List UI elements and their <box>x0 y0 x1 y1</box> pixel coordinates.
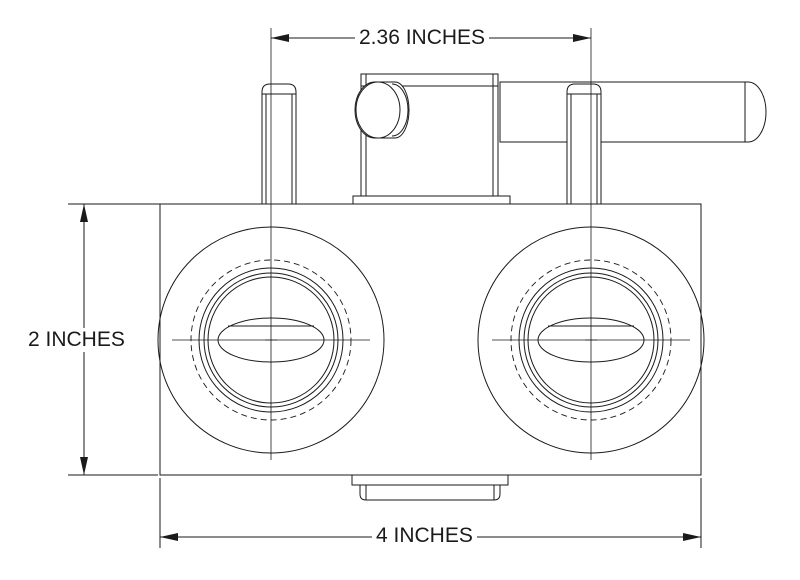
dimension-label-left: 2 INCHES <box>28 328 125 352</box>
dimension-label-bottom: 4 INCHES <box>372 524 477 548</box>
left-pin <box>261 83 297 205</box>
bottom-fitting <box>351 474 509 501</box>
dimension-label-top: 2.36 INCHES <box>355 26 490 50</box>
main-body <box>155 203 702 476</box>
handle-tube <box>499 81 767 143</box>
right-pin <box>566 83 602 205</box>
knob <box>354 81 410 139</box>
center-lines <box>172 28 690 460</box>
